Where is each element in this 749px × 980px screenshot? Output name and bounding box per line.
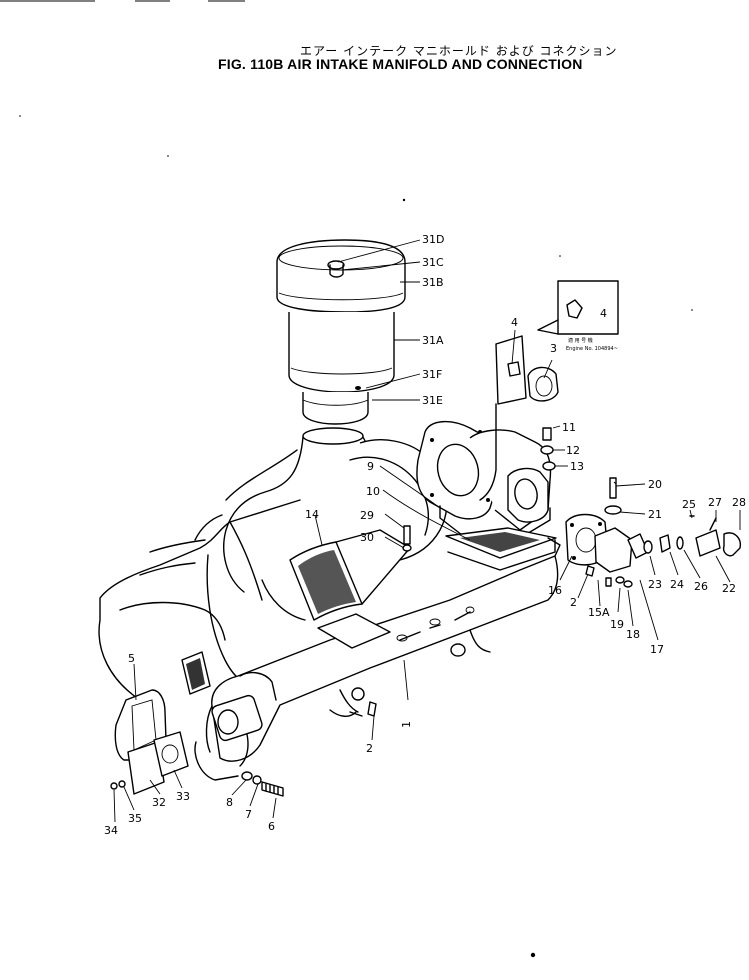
side-cover-parts xyxy=(114,651,211,795)
label-31e: 31E xyxy=(422,394,443,407)
label-34: 34 xyxy=(104,824,118,837)
intake-manifold xyxy=(194,537,561,781)
label-18: 18 xyxy=(626,628,640,641)
fasteners xyxy=(110,427,695,797)
label-32: 32 xyxy=(152,796,166,809)
label-31b: 31B xyxy=(422,276,444,289)
label-2-bottom: 2 xyxy=(366,742,373,755)
label-31f: 31F xyxy=(422,368,442,381)
label-29: 29 xyxy=(360,509,374,522)
label-28: 28 xyxy=(732,496,746,509)
label-4-inset: 4 xyxy=(600,307,607,320)
label-3: 3 xyxy=(550,342,557,355)
fitting-assembly xyxy=(565,513,741,588)
scan-specks xyxy=(19,115,693,958)
label-22: 22 xyxy=(722,582,736,595)
label-27: 27 xyxy=(708,496,722,509)
label-6: 6 xyxy=(268,820,275,833)
label-24: 24 xyxy=(670,578,684,591)
label-11: 11 xyxy=(562,421,576,434)
label-7: 7 xyxy=(245,808,252,821)
label-23: 23 xyxy=(648,578,662,591)
label-26: 26 xyxy=(694,580,708,593)
label-20: 20 xyxy=(648,478,662,491)
label-9: 9 xyxy=(367,460,374,473)
serial-inset: 適 用 号 機 Engine No. 104894~ xyxy=(537,280,619,352)
turbo-elbow-housing xyxy=(416,421,552,539)
label-19: 19 xyxy=(610,618,624,631)
air-cleaner xyxy=(276,239,406,425)
label-4: 4 xyxy=(511,316,518,329)
label-15a: 15A xyxy=(588,606,610,619)
label-30: 30 xyxy=(360,531,374,544)
sensor-bracket xyxy=(479,335,559,501)
label-21: 21 xyxy=(648,508,662,521)
gasket-10 xyxy=(445,527,557,571)
label-31a: 31A xyxy=(422,334,444,347)
label-31d: 31D xyxy=(422,233,444,246)
label-10: 10 xyxy=(366,485,380,498)
label-16: 16 xyxy=(548,584,562,597)
label-25: 25 xyxy=(682,498,696,511)
label-33: 33 xyxy=(176,790,190,803)
gasket-14 xyxy=(289,529,411,621)
label-5: 5 xyxy=(128,652,135,665)
label-14: 14 xyxy=(305,508,319,521)
figure-title: FIG. 110B AIR INTAKE MANIFOLD AND CONNEC… xyxy=(218,56,583,72)
label-31c: 31C xyxy=(422,256,444,269)
label-17: 17 xyxy=(650,643,664,656)
label-2-right: 2 xyxy=(570,596,577,609)
part-labels: 31D 31C 31B 31A 31F 31E 4 4 3 11 12 13 2… xyxy=(104,233,746,837)
label-8: 8 xyxy=(226,796,233,809)
inset-engine-number: Engine No. 104894~ xyxy=(566,346,618,352)
label-12: 12 xyxy=(566,444,580,457)
inset-applicability-note: 適 用 号 機 xyxy=(568,337,593,344)
label-1: 1 xyxy=(400,721,413,728)
figure-title-japanese: エアー インテーク マニホールド および コネクション xyxy=(300,44,618,58)
label-13: 13 xyxy=(570,460,584,473)
label-35: 35 xyxy=(128,812,142,825)
leader-lines xyxy=(113,239,741,823)
